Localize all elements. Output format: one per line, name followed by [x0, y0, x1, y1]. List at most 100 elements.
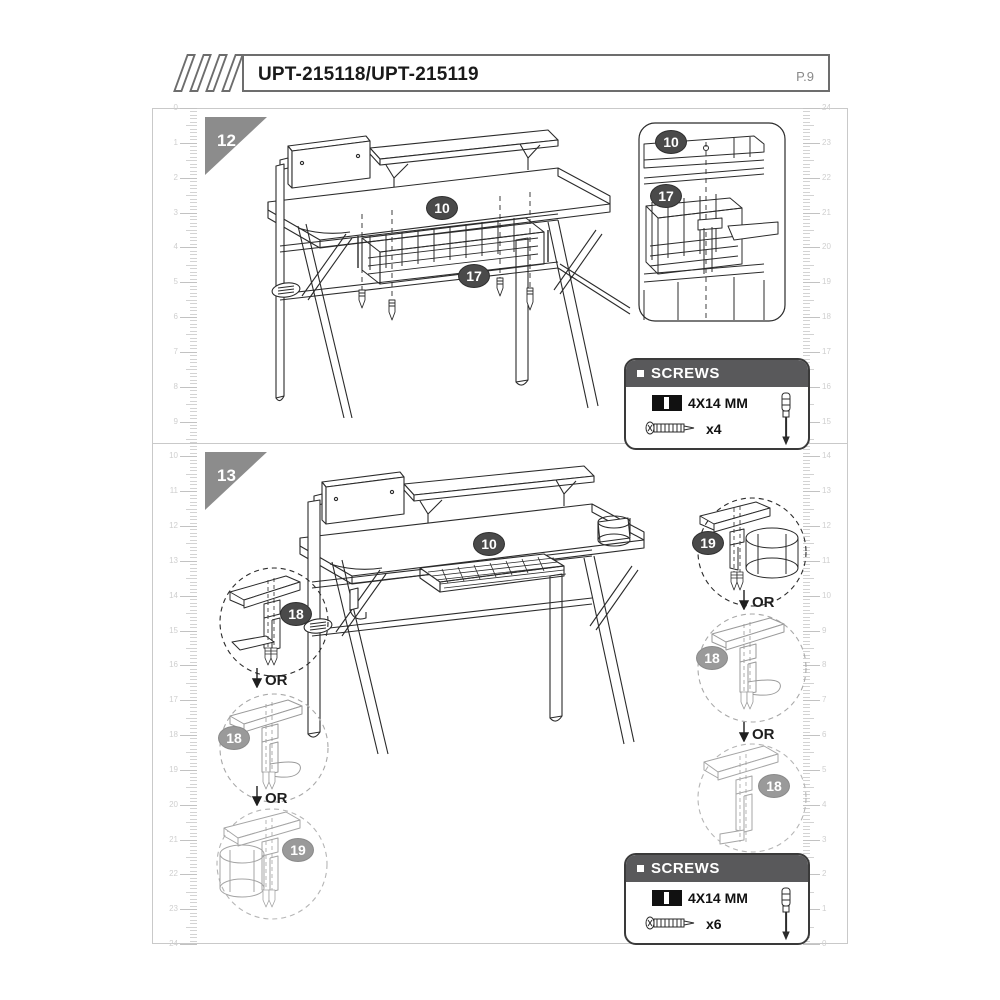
ruler-tick-minor: [186, 404, 197, 406]
ruler-tick-minor: [803, 132, 810, 134]
ruler-tick-minor: [190, 867, 197, 869]
ruler-tick-minor: [190, 174, 197, 176]
ruler-tick-minor: [803, 748, 810, 750]
ruler-tick-minor: [803, 226, 810, 228]
ruler-tick-minor: [803, 633, 810, 635]
screws-box-step12: SCREWS 4X14 MM x4: [624, 358, 810, 450]
ruler-tick-minor: [803, 289, 810, 291]
ruler-tick-minor: [803, 766, 810, 768]
ruler-tick-minor: [803, 651, 810, 653]
ruler-tick-minor: [190, 637, 197, 639]
ruler-tick-minor: [190, 846, 197, 848]
ruler-tick-minor: [803, 327, 810, 329]
ruler-tick-minor: [190, 532, 197, 534]
page-number: P.9: [796, 69, 814, 84]
ruler-tick-major: [803, 839, 820, 841]
ruler-tick-minor: [803, 815, 810, 817]
ruler-tick-minor: [803, 853, 810, 855]
ruler-tick-minor: [190, 592, 197, 594]
ruler-tick-minor: [803, 264, 814, 266]
ruler-number: 3: [822, 834, 827, 844]
ruler-number: 0: [822, 939, 827, 948]
ruler-number: 13: [822, 486, 831, 496]
ruler-tick-minor: [190, 783, 197, 785]
ruler-tick-minor: [190, 376, 197, 378]
ruler-tick-minor: [803, 553, 810, 555]
ruler-tick-major: [803, 665, 820, 667]
ruler-tick-minor: [190, 397, 197, 399]
ruler-tick-minor: [803, 170, 810, 172]
ruler-tick-minor: [190, 139, 197, 141]
ruler-tick-major: [803, 909, 820, 911]
ruler-tick-minor: [803, 602, 810, 604]
or-label-left-1: OR: [265, 672, 288, 689]
ruler-tick-minor: [803, 313, 810, 315]
ruler-tick-minor: [190, 407, 197, 409]
ruler-tick-minor: [190, 271, 197, 273]
ruler-tick-minor: [803, 783, 810, 785]
ruler-tick-minor: [190, 797, 197, 799]
ruler-tick-minor: [190, 449, 197, 451]
ruler-tick-minor: [190, 261, 197, 263]
ruler-tick-minor: [190, 163, 197, 165]
ruler-tick-minor: [803, 536, 810, 538]
ruler-tick-minor: [803, 578, 814, 580]
ruler-tick-minor: [190, 905, 197, 907]
or-label-right-2: OR: [752, 726, 775, 743]
option-detail-hook-left-1: [212, 566, 342, 678]
ruler-tick-minor: [190, 236, 197, 238]
ruler-tick-minor: [803, 675, 810, 677]
ruler-tick-minor: [190, 606, 197, 608]
ruler-tick-minor: [803, 679, 810, 681]
ruler-tick-minor: [190, 292, 197, 294]
ruler-tick-minor: [803, 842, 810, 844]
ruler-tick-minor: [803, 153, 810, 155]
ruler-tick-minor: [803, 519, 810, 521]
ruler-tick-minor: [190, 146, 197, 148]
ruler-tick-minor: [190, 414, 197, 416]
detail-inset-step12: [638, 122, 802, 322]
option-detail-hook-left-2: [212, 692, 342, 804]
ruler-tick-minor: [803, 139, 810, 141]
ruler-tick-minor: [190, 515, 197, 517]
ruler-tick-minor: [186, 264, 197, 266]
ruler-tick-minor: [803, 149, 810, 151]
ruler-tick-minor: [190, 748, 197, 750]
ruler-tick-minor: [803, 832, 810, 834]
option-callout-19-left: 19: [282, 838, 314, 862]
ruler-tick-minor: [803, 717, 814, 719]
ruler-tick-minor: [803, 780, 810, 782]
ruler-tick-minor: [803, 358, 810, 360]
ruler-tick-minor: [803, 167, 810, 169]
ruler-tick-minor: [190, 372, 197, 374]
or-label-right-1: OR: [752, 594, 775, 611]
ruler-tick-minor: [190, 463, 197, 465]
ruler-tick-major: [803, 142, 820, 144]
ruler-number: 14: [169, 590, 178, 600]
ruler-tick-minor: [803, 271, 810, 273]
ruler-tick-minor: [803, 661, 810, 663]
ruler-tick-minor: [190, 188, 197, 190]
ruler-tick-minor: [186, 473, 197, 475]
ruler-tick-minor: [803, 574, 810, 576]
ruler-tick-minor: [803, 470, 810, 472]
ruler-number: 14: [822, 451, 831, 461]
callout-bubble-17: 17: [458, 264, 490, 288]
ruler-tick-minor: [190, 184, 197, 186]
ruler-tick-major: [180, 735, 197, 736]
ruler-tick-minor: [186, 613, 197, 615]
screwdriver-icon: [778, 887, 794, 941]
screw-size-label: 4X14 MM: [688, 890, 748, 906]
ruler-tick-minor: [803, 721, 810, 723]
ruler-tick-minor: [803, 449, 810, 451]
ruler-tick-major: [180, 282, 197, 284]
ruler-tick-minor: [803, 250, 810, 252]
ruler-tick-minor: [190, 501, 197, 503]
ruler-tick-minor: [190, 853, 197, 855]
ruler-tick-minor: [190, 808, 197, 810]
ruler-tick-major: [803, 526, 820, 527]
ruler-tick-minor: [803, 135, 810, 137]
ruler-tick-minor: [190, 215, 197, 217]
ruler-tick-minor: [803, 696, 810, 698]
